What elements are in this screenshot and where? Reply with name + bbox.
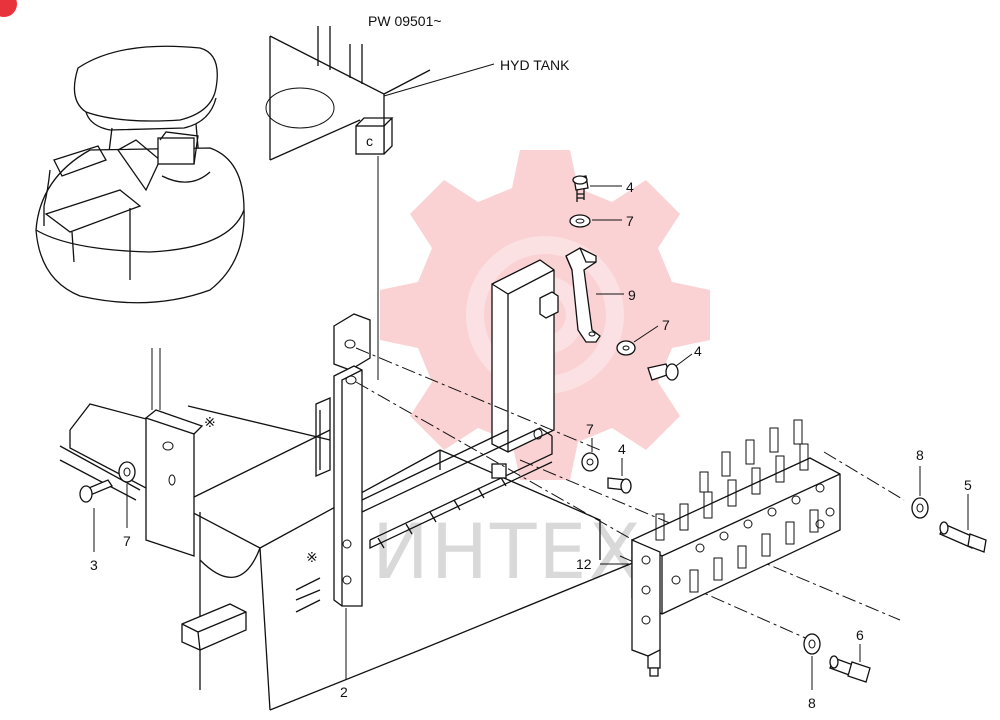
part-label-12: 12 bbox=[576, 556, 592, 572]
part-label-5: 5 bbox=[964, 477, 972, 493]
washer-part-8-bottom bbox=[803, 633, 821, 690]
bolt-part-4-mid bbox=[647, 363, 679, 381]
washer-part-7-top bbox=[569, 214, 591, 228]
serial-range-label: PW 09501~ bbox=[368, 13, 442, 29]
part-label-4-low: 4 bbox=[618, 441, 626, 457]
part-label-3: 3 bbox=[90, 557, 98, 573]
left-bracket-plate bbox=[145, 409, 204, 557]
bolt-part-6 bbox=[829, 644, 871, 683]
washer-part-7-left bbox=[118, 461, 136, 528]
part-label-8-right: 8 bbox=[916, 447, 924, 463]
bracket-part-9 bbox=[565, 247, 601, 343]
mounting-frame bbox=[315, 259, 559, 550]
part-label-2: 2 bbox=[340, 684, 348, 700]
corner-badge bbox=[0, 0, 17, 17]
part-label-7-low: 7 bbox=[586, 421, 594, 437]
part-label-7-top: 7 bbox=[626, 213, 634, 229]
hyd-tank-label: HYD TANK bbox=[500, 57, 570, 73]
bolt-part-4-top bbox=[572, 175, 589, 202]
bracket-part-2 bbox=[333, 313, 371, 680]
part-label-9: 9 bbox=[628, 287, 636, 303]
hyd-tank-c-mark: c bbox=[366, 133, 373, 149]
counterweight-block bbox=[181, 603, 247, 651]
part-label-6: 6 bbox=[856, 627, 864, 643]
bolt-part-5 bbox=[939, 494, 987, 553]
control-valve-part-12 bbox=[631, 419, 841, 677]
part-label-8-bottom: 8 bbox=[808, 695, 816, 711]
hyd-tank: c bbox=[265, 26, 431, 161]
bolt-part-3 bbox=[79, 479, 113, 552]
part-label-4-mid: 4 bbox=[694, 343, 702, 359]
washer-part-7-mid bbox=[616, 340, 636, 356]
operator-seat bbox=[35, 45, 245, 304]
part-label-4-top: 4 bbox=[626, 179, 634, 195]
washer-part-8-right bbox=[911, 466, 929, 519]
bolt-part-4-low bbox=[607, 458, 632, 494]
asterisk-upper: ※ bbox=[204, 414, 216, 430]
part-label-7-left: 7 bbox=[123, 533, 131, 549]
asterisk-lower: ※ bbox=[306, 549, 318, 565]
watermark-text: ИНТЕХ bbox=[372, 507, 643, 596]
washer-part-7-low bbox=[581, 438, 599, 472]
part-label-7-mid: 7 bbox=[662, 317, 670, 333]
